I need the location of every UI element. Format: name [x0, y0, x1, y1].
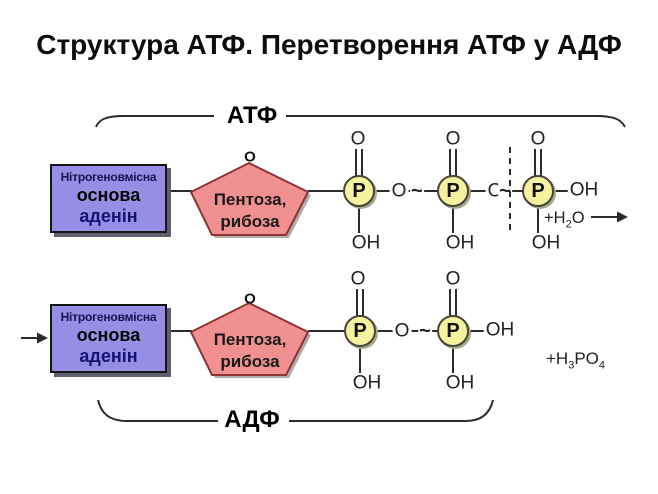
phosphate-1-top: P	[343, 175, 375, 207]
high-energy-bond-symbol: ~	[418, 320, 432, 342]
ring-oxygen-top: O	[244, 148, 256, 166]
phosphate-2-top: P	[437, 175, 469, 207]
hydroxyl-label: OH	[567, 179, 601, 201]
nitrogen-base-line3: аденін	[79, 346, 138, 366]
oxygen-label: O	[348, 128, 368, 150]
phosphate-2-bottom: P	[437, 315, 469, 347]
pentose-line2: рибоза	[220, 212, 280, 231]
phosphoric-acid-prefix: +H	[546, 349, 569, 368]
phosphoric-acid-mid: PO	[574, 349, 599, 368]
pentose-label-bottom: Пентоза, рибоза	[214, 329, 287, 373]
phosphoric-acid-annotation: +H3PO4	[546, 349, 606, 372]
phosphate-3-top: P	[522, 175, 554, 207]
nitrogen-base-line2: основа	[76, 325, 141, 345]
oxygen-label: O	[443, 128, 463, 150]
water-suffix: O	[571, 209, 585, 227]
nitrogen-base-line2: основа	[76, 185, 141, 205]
hydroxyl-label: OH	[350, 372, 384, 394]
high-energy-bond-symbol: ~	[498, 180, 512, 202]
hydroxyl-label: OH	[443, 232, 477, 254]
adp-bracket-label: АДФ	[219, 408, 285, 432]
water-prefix: +H	[544, 209, 566, 227]
reaction-arrow-head	[617, 211, 628, 223]
ring-oxygen-bottom: O	[244, 290, 256, 308]
nitrogen-base-box-top: Нітрогеновмісна основа аденін	[50, 164, 167, 233]
pentose-label-top: Пентоза, рибоза	[214, 189, 287, 233]
phosphoric-acid-subscript2: 4	[598, 359, 606, 372]
water-subscript: 2	[565, 218, 572, 231]
hydroxyl-label: OH	[483, 319, 517, 341]
oxygen-label: O	[443, 268, 463, 290]
pentose-shape-top	[190, 162, 309, 236]
hydroxyl-label: OH	[349, 232, 383, 254]
phosphate-1-bottom: P	[344, 315, 376, 347]
pentose-line2: рибоза	[220, 352, 280, 371]
pentose-line1: Пентоза,	[213, 190, 287, 209]
phosphoric-acid-subscript1: 3	[568, 359, 575, 372]
adp-bracket-path	[97, 399, 494, 422]
oxygen-label: O	[528, 128, 548, 150]
atp-bracket-path	[95, 115, 626, 128]
atp-bracket-label: АТФ	[221, 104, 283, 128]
high-energy-bond-symbol: ~	[410, 180, 424, 202]
pentose-shape-bottom	[190, 302, 309, 376]
bridge-oxygen-label: O	[392, 320, 412, 342]
oxygen-label: O	[348, 268, 368, 290]
bridge-oxygen-label: O	[389, 180, 409, 202]
hydroxyl-label: OH	[529, 232, 563, 254]
input-arrow-head	[37, 332, 48, 344]
page-title: Структура АТФ. Перетворення АТФ у АДФ	[36, 29, 622, 60]
hydroxyl-label: OH	[443, 372, 477, 394]
nitrogen-base-line3: аденін	[79, 206, 138, 226]
nitrogen-base-box-bottom: Нітрогеновмісна основа аденін	[50, 304, 167, 373]
nitrogen-base-line1: Нітрогеновмісна	[60, 170, 157, 184]
water-annotation: +H2O	[544, 209, 585, 231]
nitrogen-base-line1: Нітрогеновмісна	[60, 310, 157, 324]
pentose-line1: Пентоза,	[213, 330, 287, 349]
